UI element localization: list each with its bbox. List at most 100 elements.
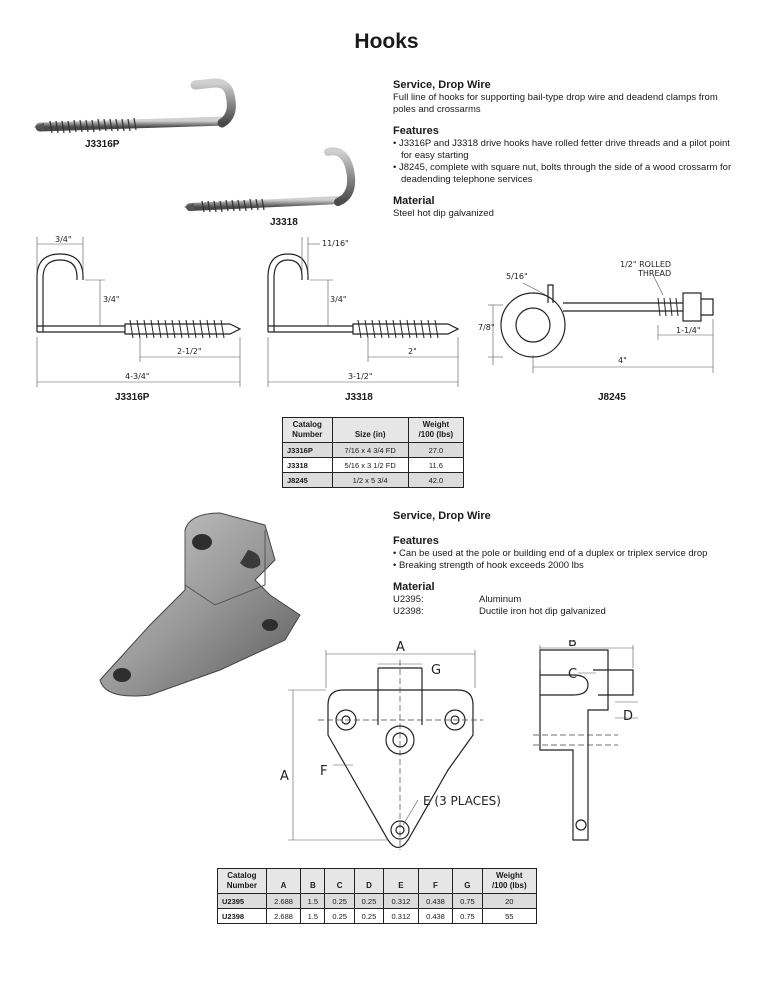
table-header: Weight/100 (lbs) (481, 868, 538, 894)
dim-e: E (3 PLACES) (423, 794, 501, 808)
table-row: J8245 1/2 x 5 3/4 42.0 (282, 472, 465, 488)
section1-text: Service, Drop Wire Full line of hooks fo… (393, 79, 738, 220)
drawing-j3316p: 3/4" 3/4" 2-1/2" 4-3/4" (36, 235, 242, 387)
table-row: U2398 2.688 1.5 0.25 0.25 0.312 0.438 0.… (217, 908, 538, 924)
dim-f: F (320, 764, 327, 779)
table-cell: 0.312 (383, 908, 419, 924)
d1-mid-dim: 3/4" (103, 295, 120, 304)
table-cell: 0.312 (383, 893, 419, 909)
material-code: U2398: (393, 606, 424, 617)
section1-heading: Service, Drop Wire (393, 79, 491, 91)
drawing-j3318-label: J3318 (345, 392, 373, 403)
material-code: U2395: (393, 594, 424, 605)
table-cell: 55 (481, 908, 538, 924)
dim-c: C (568, 667, 577, 682)
drawing-j8245-label: J8245 (598, 392, 626, 403)
table-cell: 1.5 (300, 893, 326, 909)
bracket-hole-left (113, 668, 131, 682)
drawing-j3318: 11/16" 3/4" 2" 3-1/2" (267, 237, 460, 387)
table-header: A (265, 868, 302, 894)
table-cell: U2395 (217, 893, 267, 909)
d1-overall-dim: 4-3/4" (125, 372, 150, 381)
d3-height-dim: 7/8" (478, 323, 495, 332)
section1-material: Steel hot dip galvanized (393, 208, 494, 219)
table-cell: 0.25 (353, 893, 385, 909)
section2-feature-1: • Can be used at the pole or building en… (393, 548, 708, 559)
page-title: Hooks (354, 30, 419, 53)
material-desc: Ductile iron hot dip galvanized (479, 606, 606, 617)
section2-material-heading: Material (393, 581, 435, 593)
dim-a-top: A (396, 640, 405, 655)
dim-d: D (623, 709, 633, 724)
section1-material-heading: Material (393, 195, 435, 207)
table-cell: 0.25 (324, 908, 355, 924)
section2-features-heading: Features (393, 535, 439, 547)
section1-feature-2: • J8245, complete with square nut, bolts… (393, 162, 732, 185)
table-cell: 11.6 (407, 457, 465, 473)
material-row: U2398: Ductile iron hot dip galvanized (393, 606, 733, 618)
table-cell: 1.5 (300, 908, 326, 924)
dim-b: B (568, 640, 577, 650)
material-desc: Aluminum (479, 594, 522, 605)
bracket-drawing: A G A F E (3 PLACES) B C D (280, 640, 638, 850)
dim-a-side: A (280, 769, 289, 784)
d2-overall-dim: 3-1/2" (348, 372, 373, 381)
d1-thread-dim: 2-1/2" (177, 347, 202, 356)
table-header: C (324, 868, 355, 894)
hook-photo-j3316p (34, 78, 236, 134)
table-cell: 0.25 (353, 908, 385, 924)
dim-g: G (431, 663, 441, 678)
d3-note-line1: 1/2" ROLLED (620, 260, 671, 269)
d3-eye-dim: 5/16" (506, 272, 528, 281)
table-header: Size (in) (331, 417, 409, 443)
table-cell: 2.688 (265, 908, 302, 924)
table-cell: 20 (481, 893, 538, 909)
drawing-j3316p-label: J3316P (115, 392, 150, 403)
table-row: J3318 5/16 x 3 1/2 FD 11.6 (282, 457, 465, 473)
hook-photo-j3318 (184, 147, 356, 213)
d2-top-dim: 11/16" (322, 239, 349, 248)
table-header: G (452, 868, 483, 894)
table-header: D (353, 868, 385, 894)
bracket-hole-right (262, 619, 278, 631)
d3-overall-dim: 4" (618, 356, 627, 365)
table-row: U2395 2.688 1.5 0.25 0.25 0.312 0.438 0.… (217, 893, 538, 909)
table-header: E (383, 868, 419, 894)
hook-photo-j3316p-label: J3316P (85, 139, 120, 150)
table-cell: 42.0 (407, 472, 465, 488)
section2-text: Service, Drop Wire Features • Can be use… (393, 510, 733, 618)
material-row: U2395: Aluminum (393, 594, 733, 606)
table-cell: 2.688 (265, 893, 302, 909)
table-cell: J3316P (282, 442, 333, 458)
table-cell: 0.438 (417, 908, 454, 924)
d2-mid-dim: 3/4" (330, 295, 347, 304)
table-cell: J8245 (282, 472, 333, 488)
table-cell: 0.25 (324, 893, 355, 909)
table-cell: 27.0 (407, 442, 465, 458)
section1-feature-1: • J3316P and J3318 drive hooks have roll… (393, 138, 730, 161)
table-cell: 5/16 x 3 1/2 FD (331, 457, 409, 473)
table-cell: U2398 (217, 908, 267, 924)
d2-thread-dim: 2" (408, 347, 417, 356)
d1-top-dim: 3/4" (55, 235, 72, 244)
bracket-photo (99, 512, 301, 697)
hook-photo-j3318-label: J3318 (270, 217, 298, 228)
d3-thread-dim: 1-1/4" (676, 326, 701, 335)
bracket-hole-top (192, 534, 212, 550)
table-cell: J3318 (282, 457, 333, 473)
drawing-j8245: 5/16" 1/2" ROLLED THREAD 7/8" 1-1/4" 4" (478, 260, 714, 373)
table-cell: 0.75 (452, 908, 483, 924)
table-cell: 0.438 (417, 893, 454, 909)
section1-description: Full line of hooks for supporting bail-t… (393, 92, 718, 115)
table-cell: 1/2 x 5 3/4 (331, 472, 409, 488)
table-header: B (300, 868, 326, 894)
table-cell: 7/16 x 4 3/4 FD (331, 442, 409, 458)
table-cell: 0.75 (452, 893, 483, 909)
table-header: Weight/100 (lbs) (407, 417, 465, 443)
section2-heading: Service, Drop Wire (393, 510, 491, 522)
